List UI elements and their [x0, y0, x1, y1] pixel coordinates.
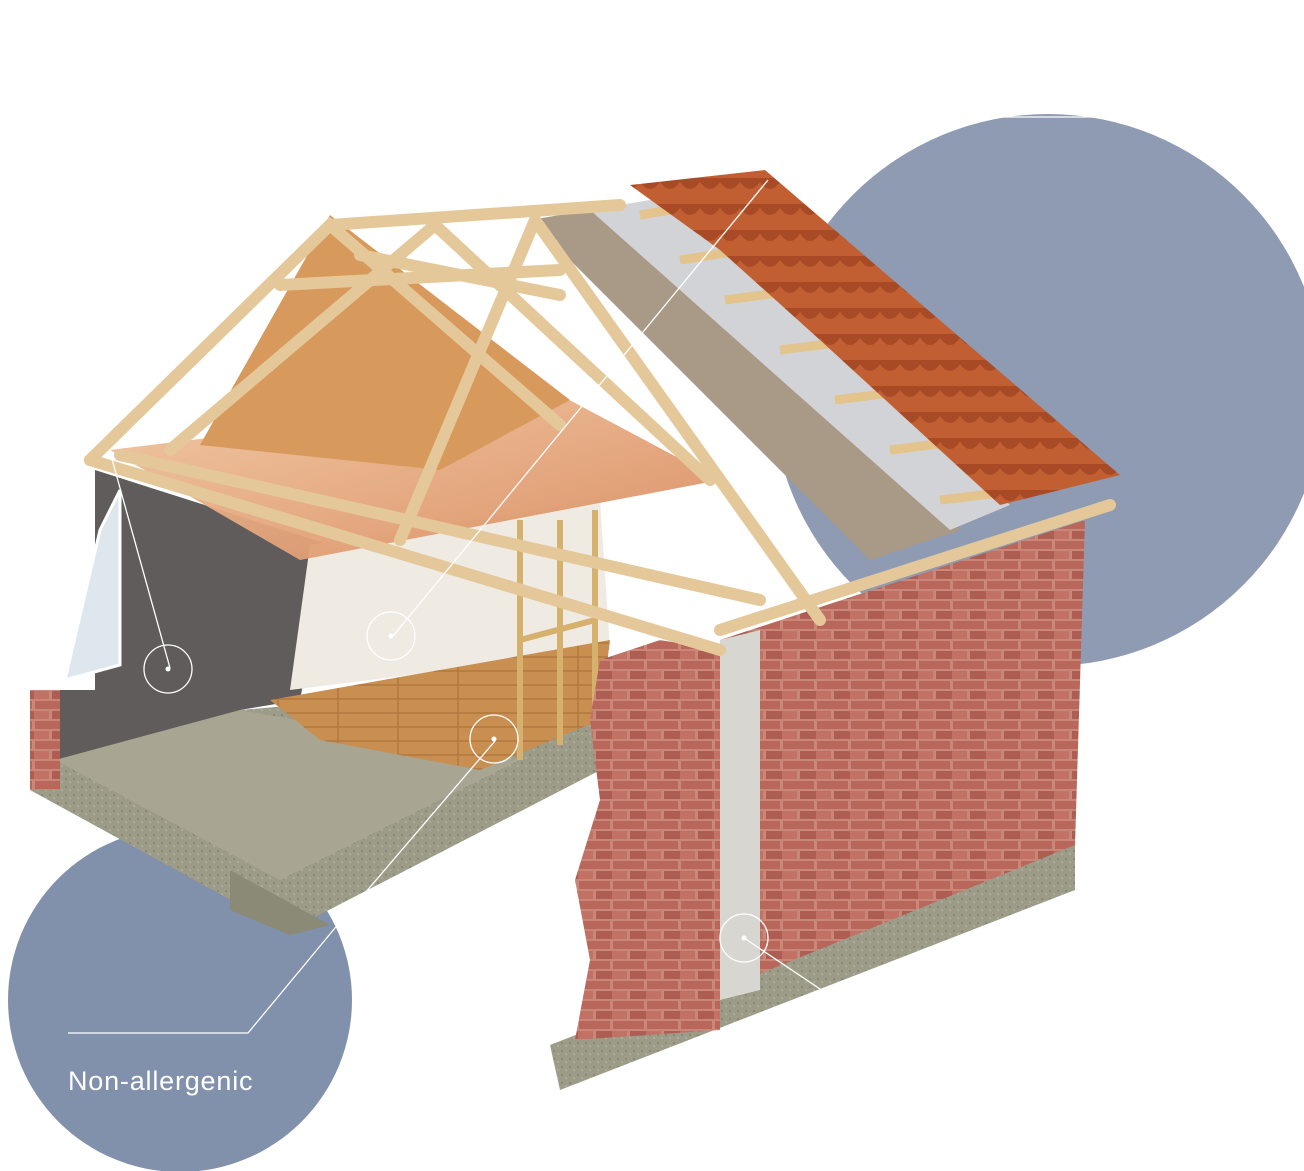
- interior-wall-left: [55, 470, 330, 760]
- roof-underside-board: [200, 215, 570, 470]
- brick-wall-front-edge: [575, 640, 720, 1040]
- callout-dots: [165, 633, 747, 941]
- roof-trusses: [84, 199, 1116, 656]
- brick-wall-right: [720, 520, 1085, 990]
- callout-markers: [68, 116, 1095, 1034]
- cavity-insulation: [720, 630, 760, 1000]
- feature-label-non-allergenic: Non-allergenic: [68, 1066, 254, 1096]
- window: [62, 489, 122, 683]
- brick-wall-left: [30, 690, 60, 790]
- timber-floor: [270, 640, 610, 770]
- roof-insulation-board: [530, 205, 960, 560]
- foundation-footing-left: [230, 870, 330, 935]
- roof-tiles: [630, 170, 1120, 505]
